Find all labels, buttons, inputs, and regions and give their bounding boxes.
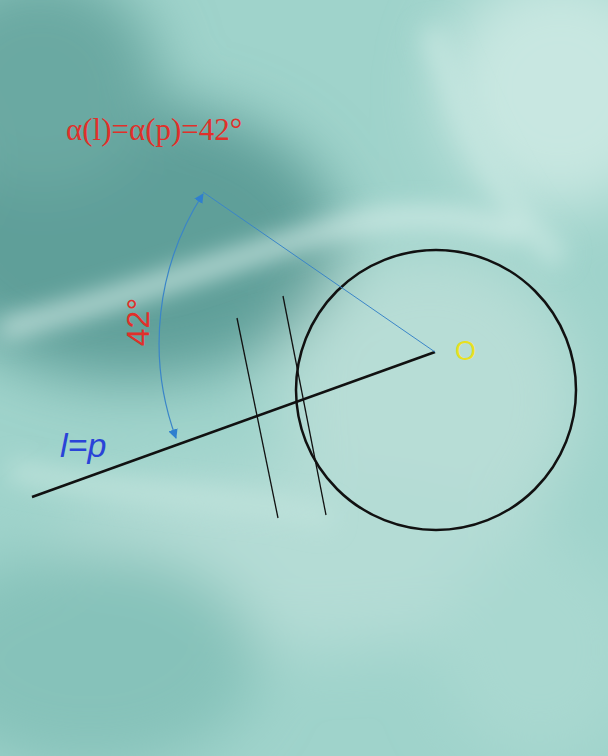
joint-contours (0, 30, 560, 520)
angle-arc (159, 194, 203, 438)
line-label: l=p (60, 428, 106, 462)
parallel-line (237, 318, 278, 518)
angle-value: 42° (122, 298, 154, 346)
center-point-label: O (455, 338, 476, 365)
axis-line (32, 352, 435, 497)
femoral-head-circle (296, 250, 576, 530)
angle-formula: α(l)=α(p)=42° (66, 114, 242, 145)
angle-ray (203, 192, 435, 352)
